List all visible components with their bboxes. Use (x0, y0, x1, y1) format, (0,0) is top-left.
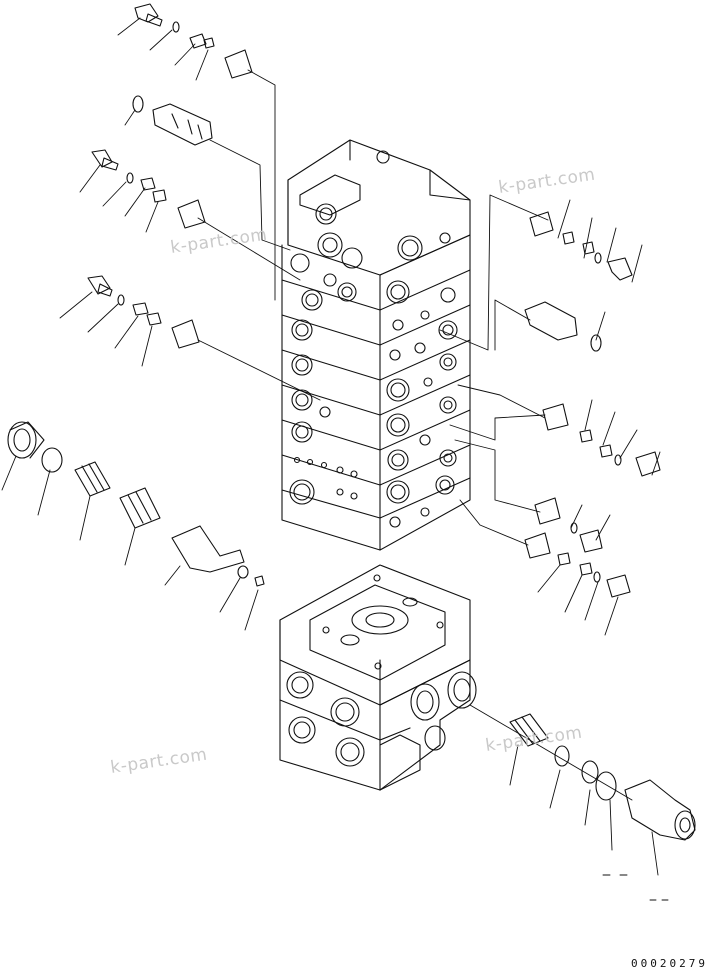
leader-lines (1, 17, 669, 901)
drawing-number: 00020279 (631, 957, 708, 970)
valve-stack-upper (281, 139, 471, 551)
right-parts-group (509, 211, 696, 841)
left-parts-group (7, 3, 265, 587)
valve-block-lower (279, 564, 477, 791)
